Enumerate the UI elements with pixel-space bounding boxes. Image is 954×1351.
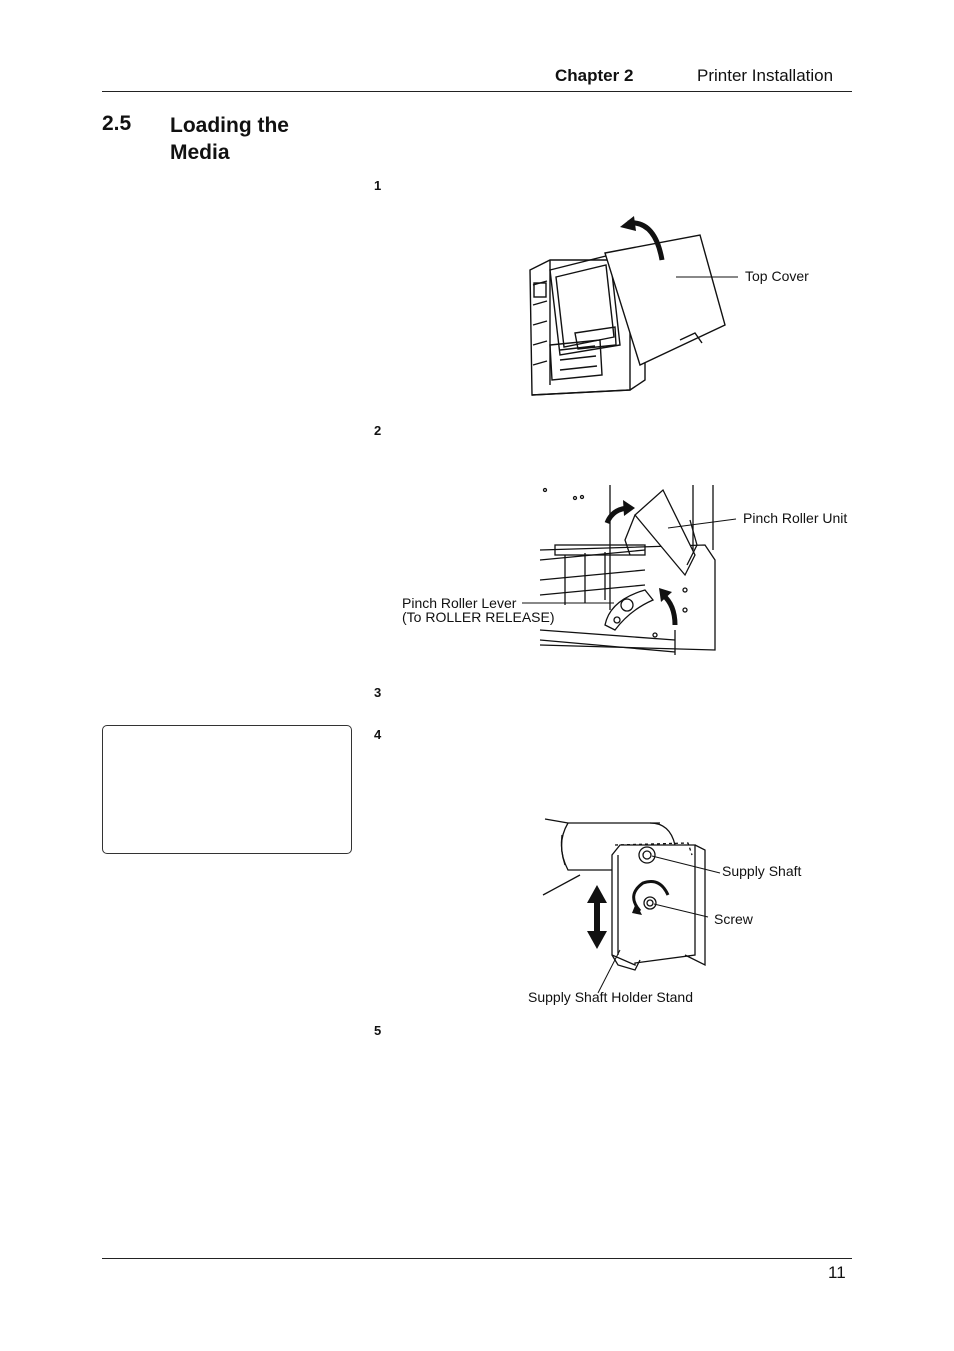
- header-rule: [102, 91, 852, 92]
- leader-supply-shaft: [651, 855, 721, 874]
- step-2-number: 2: [374, 423, 382, 438]
- label-screw: Screw: [714, 911, 753, 927]
- label-pinch-roller-unit: Pinch Roller Unit: [743, 510, 848, 526]
- section-number: 2.5: [102, 112, 132, 135]
- leader-pinch-roller-unit: [667, 518, 737, 529]
- chapter-title: Printer Installation: [697, 66, 834, 85]
- label-pinch-roller-lever-note: (To ROLLER RELEASE): [402, 609, 555, 625]
- page-number: 11: [828, 1263, 846, 1282]
- step-5-number: 5: [374, 1023, 382, 1038]
- chapter-label: Chapter 2: [555, 66, 634, 85]
- section-title: Loading the Media: [170, 114, 289, 164]
- leader-pinch-roller-lever: [522, 602, 614, 604]
- label-supply-shaft-holder-stand: Supply Shaft Holder Stand: [528, 989, 693, 1005]
- figure-printer-top-cover: [529, 216, 726, 396]
- leader-screw: [653, 903, 709, 918]
- note-box: [102, 725, 352, 854]
- figure-supply-shaft: [542, 818, 706, 994]
- label-top-cover: Top Cover: [745, 268, 809, 284]
- footer-rule: [102, 1258, 852, 1259]
- label-pinch-roller-lever: Pinch Roller Lever: [402, 595, 517, 611]
- label-supply-shaft: Supply Shaft: [722, 863, 802, 879]
- step-4-number: 4: [374, 727, 382, 742]
- step-3-number: 3: [374, 685, 382, 700]
- leader-top-cover: [676, 276, 738, 278]
- figure-pinch-roller: [539, 485, 716, 655]
- step-1-number: 1: [374, 178, 382, 193]
